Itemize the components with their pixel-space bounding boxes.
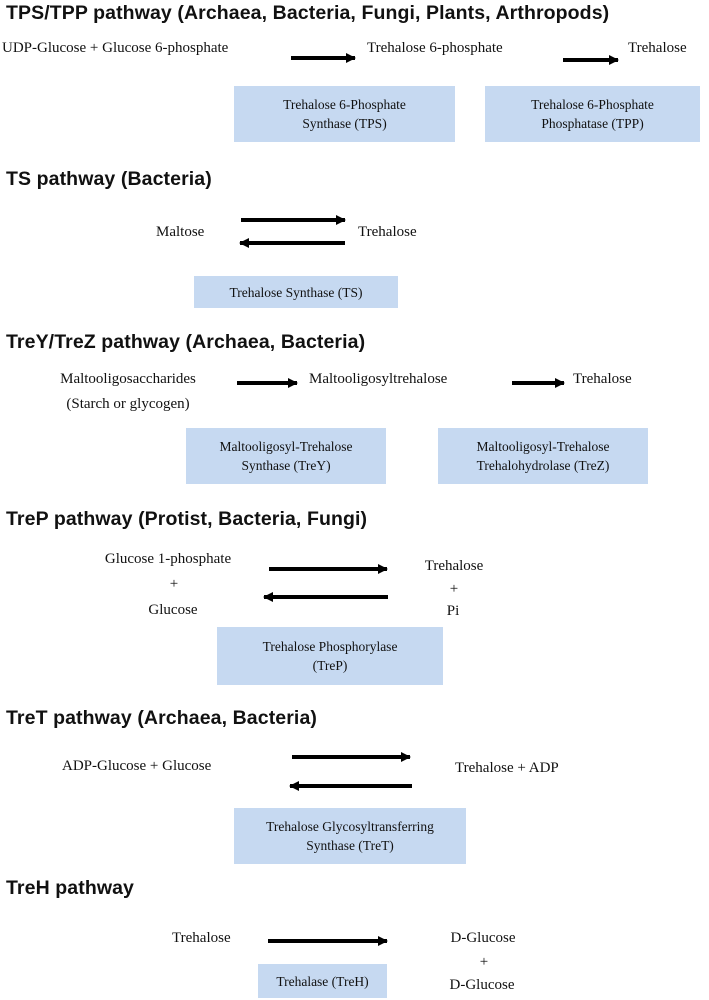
enzyme-name: Trehalase (TreH) xyxy=(276,973,369,989)
enzyme-name: Trehalose Synthase (TS) xyxy=(229,284,363,300)
plus-sign: + xyxy=(479,954,489,970)
intermediate-label: Trehalose 6-phosphate xyxy=(367,40,503,56)
section-title: TPS/TPP pathway (Archaea, Bacteria, Fung… xyxy=(6,2,610,24)
enzyme-name: Synthase (TreY) xyxy=(241,458,331,473)
enzyme-name: Trehalohydrolase (TreZ) xyxy=(476,458,610,473)
enzyme-box-trep: Trehalose Phosphorylase (TreP) xyxy=(217,627,443,685)
substrate-label: ADP-Glucose + Glucose xyxy=(62,758,212,774)
product-label: Trehalose xyxy=(628,40,687,56)
enzyme-name: Synthase (TreT) xyxy=(306,838,394,853)
substrate-label: Glucose xyxy=(148,602,198,618)
substrate-note: (Starch or glycogen) xyxy=(66,396,190,412)
enzyme-name: Synthase (TPS) xyxy=(302,116,387,131)
enzyme-name: Phosphatase (TPP) xyxy=(541,116,644,131)
enzyme-name: (TreP) xyxy=(312,658,348,673)
product-label: Pi xyxy=(446,603,460,619)
enzyme-box-tps: Trehalose 6-Phosphate Synthase (TPS) xyxy=(234,86,455,142)
section-title: TreY/TreZ pathway (Archaea, Bacteria) xyxy=(6,331,366,353)
product-label: Trehalose xyxy=(358,224,417,240)
section-title: TreH pathway xyxy=(6,877,134,899)
substrate-label: Glucose 1-phosphate xyxy=(104,551,232,567)
enzyme-box-treh: Trehalase (TreH) xyxy=(258,964,387,998)
enzyme-box-trez: Maltooligosyl-Trehalose Trehalohydrolase… xyxy=(438,428,648,484)
enzyme-name: Trehalose 6-Phosphate xyxy=(283,97,406,112)
enzyme-box-tpp: Trehalose 6-Phosphate Phosphatase (TPP) xyxy=(485,86,700,142)
enzyme-name: Trehalose Phosphorylase xyxy=(262,639,398,654)
product-label: Trehalose xyxy=(424,558,484,574)
substrate-label: Maltooligosaccharides xyxy=(60,371,196,387)
product-label: D-Glucose xyxy=(449,977,515,993)
section-title: TS pathway (Bacteria) xyxy=(6,168,212,190)
product-label: D-Glucose xyxy=(450,930,516,946)
substrate-label: Trehalose xyxy=(172,930,231,946)
section-title: TreT pathway (Archaea, Bacteria) xyxy=(6,707,317,729)
enzyme-box-ts: Trehalose Synthase (TS) xyxy=(194,276,398,308)
enzyme-name: Maltooligosyl-Trehalose xyxy=(476,439,610,454)
substrate-label: UDP-Glucose + Glucose 6-phosphate xyxy=(2,40,229,56)
enzyme-name: Trehalose Glycosyltransferring xyxy=(266,819,434,834)
plus-sign: + xyxy=(449,581,459,597)
enzyme-box-tret: Trehalose Glycosyltransferring Synthase … xyxy=(234,808,466,864)
plus-sign: + xyxy=(169,576,179,592)
enzyme-name: Trehalose 6-Phosphate xyxy=(531,97,654,112)
enzyme-box-trey: Maltooligosyl-Trehalose Synthase (TreY) xyxy=(186,428,386,484)
intermediate-label: Maltooligosyltrehalose xyxy=(309,371,448,387)
enzyme-name: Maltooligosyl-Trehalose xyxy=(219,439,353,454)
product-label: Trehalose xyxy=(573,371,632,387)
substrate-label: Maltose xyxy=(156,224,205,240)
product-label: Trehalose + ADP xyxy=(455,760,559,776)
section-title: TreP pathway (Protist, Bacteria, Fungi) xyxy=(6,508,368,530)
